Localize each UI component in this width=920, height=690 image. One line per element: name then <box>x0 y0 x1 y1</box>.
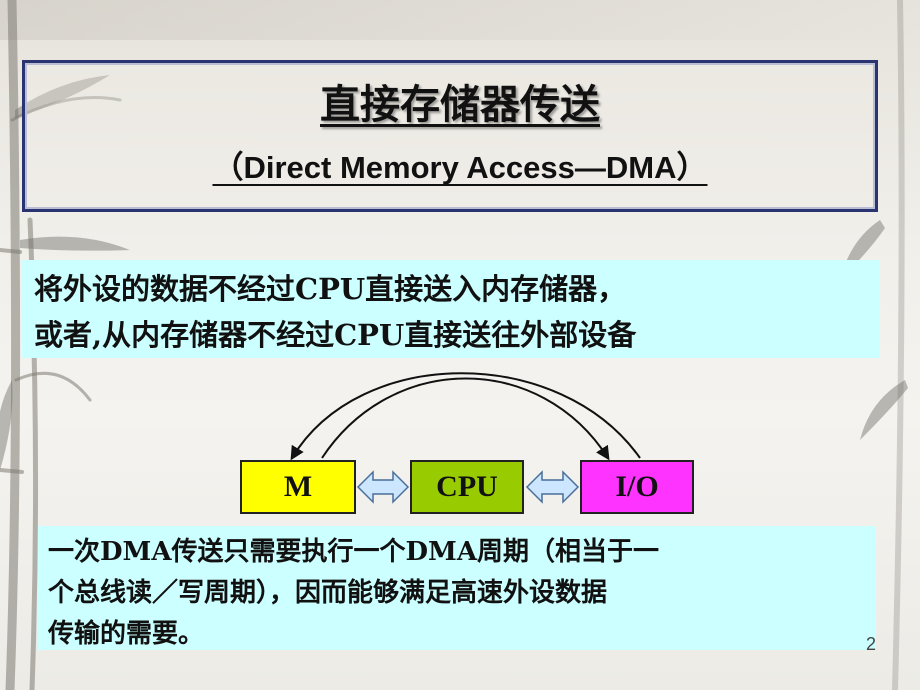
note-line-1: 一次DMA传送只需要执行一个DMA周期（相当于一 <box>48 537 660 567</box>
memory-block: M <box>240 460 356 514</box>
note-line-3: 传输的需要。 <box>48 619 205 649</box>
title-frame <box>22 60 878 212</box>
note-line-2: 个总线读／写周期），因而能够满足高速外设数据 <box>48 578 608 608</box>
definition-line-1: 将外设的数据不经过CPU直接送入内存储器， <box>34 272 627 306</box>
io-block: I/O <box>580 460 694 514</box>
note-box <box>38 526 876 650</box>
page-subtitle: （Direct Memory Access—DMA） <box>212 150 708 185</box>
definition-box <box>22 260 880 358</box>
page-title: 直接存储器传送 <box>320 81 600 128</box>
definition-line-2: 或者,从内存储器不经过CPU直接送往外部设备 <box>34 318 637 352</box>
page-number: 2 <box>866 634 877 654</box>
cpu-block: CPU <box>410 460 524 514</box>
